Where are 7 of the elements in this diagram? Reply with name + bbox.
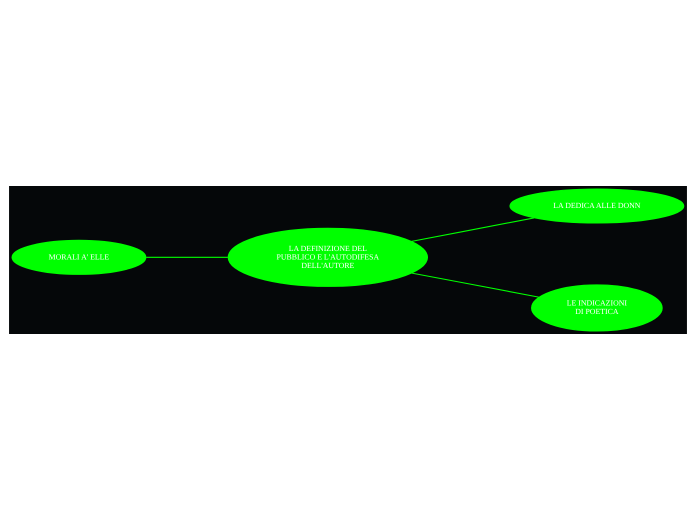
connector — [146, 256, 228, 258]
connector — [411, 217, 534, 242]
node-ellipse: MORALI A' ELLE — [12, 240, 146, 275]
node-ellipse: LA DEFINIZIONE DEL PUBBLICO E L'AUTODIFESA DELL'AUTORE — [228, 228, 428, 287]
node-ellipse: LA DEDICA ALLE DONN — [509, 188, 684, 224]
node-ellipse: LE INDICAZIONI DI POETICA — [531, 284, 663, 332]
connector — [412, 272, 539, 298]
